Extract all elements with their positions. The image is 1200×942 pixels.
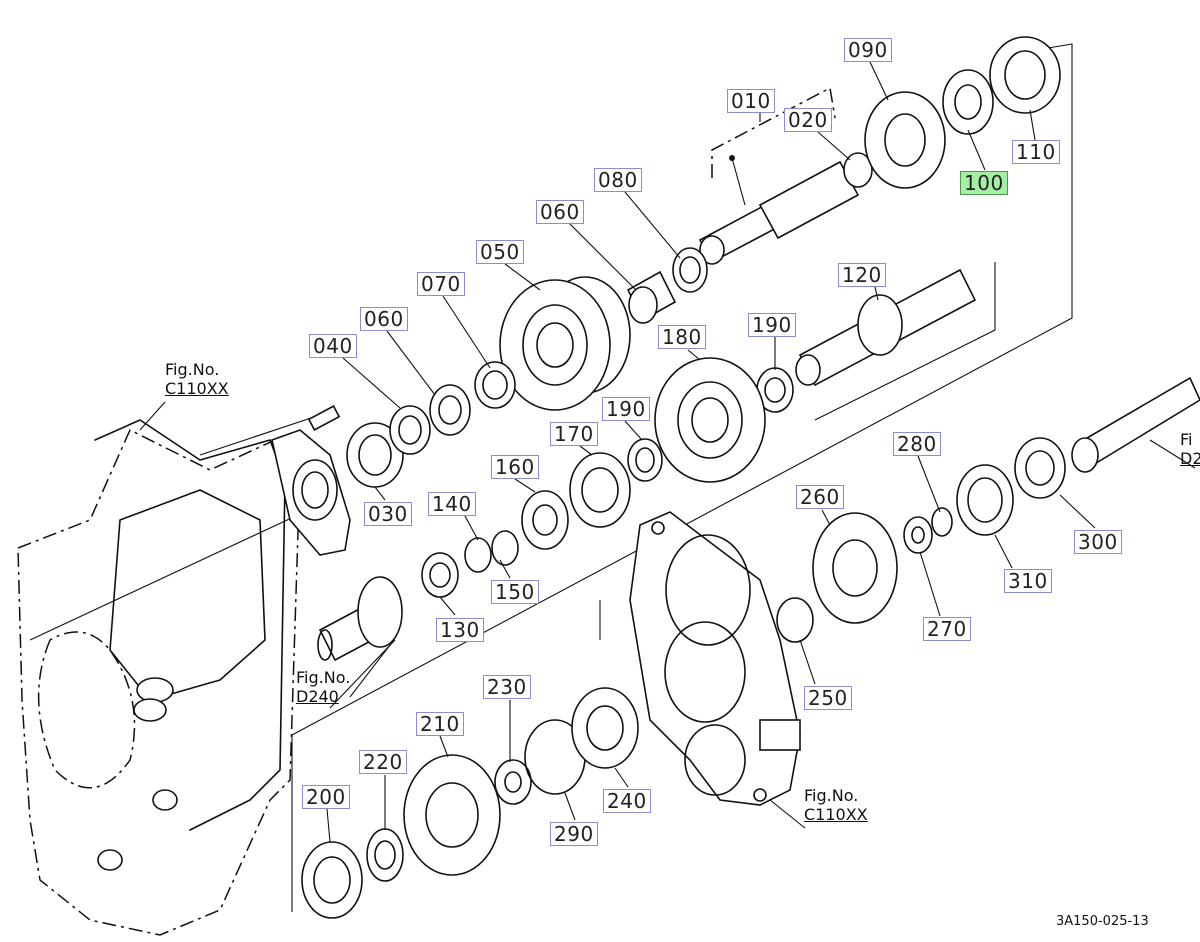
middle-left-parts [421, 452, 631, 598]
large-gear-180 [627, 357, 766, 483]
callout-090[interactable]: 090 [844, 38, 892, 62]
callout-110[interactable]: 110 [1012, 140, 1060, 164]
bottom-row-parts [301, 687, 639, 919]
callout-250[interactable]: 250 [804, 686, 852, 710]
figure-ref-title: Fi [1180, 430, 1193, 449]
callout-050[interactable]: 050 [476, 240, 524, 264]
callout-120[interactable]: 120 [838, 263, 886, 287]
callout-140[interactable]: 140 [428, 492, 476, 516]
drawing-code: 3A150-025-13 [1056, 914, 1149, 929]
counter-shaft [756, 268, 977, 413]
callout-280[interactable]: 280 [893, 432, 941, 456]
figure-ref-c110xx-bottom[interactable]: Fig.No. C110XX [804, 786, 868, 824]
left-bearing-stack [346, 361, 516, 488]
callout-200[interactable]: 200 [302, 785, 350, 809]
callout-150[interactable]: 150 [491, 580, 539, 604]
figure-ref-c110xx-top[interactable]: Fig.No. C110XX [165, 360, 229, 398]
callout-080[interactable]: 080 [594, 168, 642, 192]
callout-230[interactable]: 230 [483, 675, 531, 699]
callout-010[interactable]: 010 [727, 89, 775, 113]
figure-ref-code[interactable]: C110XX [804, 805, 868, 824]
callout-070[interactable]: 070 [417, 272, 465, 296]
callout-130[interactable]: 130 [436, 618, 484, 642]
callout-210[interactable]: 210 [416, 712, 464, 736]
callout-190-lower[interactable]: 190 [602, 397, 650, 421]
bearing-retainer-plate [271, 405, 351, 556]
callout-240[interactable]: 240 [603, 789, 651, 813]
callout-310[interactable]: 310 [1004, 569, 1052, 593]
callout-290[interactable]: 290 [550, 822, 598, 846]
figure-ref-d240[interactable]: Fig.No. D240 [296, 668, 350, 706]
callout-leader-lines [139, 61, 1196, 843]
double-gear [499, 276, 631, 411]
figure-ref-title: Fig.No. [804, 786, 859, 805]
callout-170[interactable]: 170 [550, 422, 598, 446]
callout-220[interactable]: 220 [359, 750, 407, 774]
callout-040[interactable]: 040 [309, 334, 357, 358]
lower-right-parts [776, 376, 1200, 643]
output-shaft [317, 576, 403, 662]
figure-ref-title: Fig.No. [165, 360, 220, 379]
callout-270[interactable]: 270 [923, 617, 971, 641]
upper-shaft-parts [626, 36, 1061, 324]
callout-100[interactable]: 100 [960, 171, 1008, 195]
callout-190-upper[interactable]: 190 [748, 313, 796, 337]
figure-ref-code[interactable]: D2 [1180, 449, 1200, 468]
callout-030[interactable]: 030 [364, 502, 412, 526]
callout-060-lower[interactable]: 060 [360, 307, 408, 331]
shaft-group-bracket [814, 262, 996, 421]
figure-ref-code[interactable]: D240 [296, 687, 339, 706]
callout-260[interactable]: 260 [796, 485, 844, 509]
figure-ref-title: Fig.No. [296, 668, 351, 687]
callout-160[interactable]: 160 [491, 455, 539, 479]
figure-ref-right-edge[interactable]: Fi D2 [1180, 430, 1200, 468]
callout-180[interactable]: 180 [658, 325, 706, 349]
main-shaft [698, 152, 873, 265]
gear-cover-housing [629, 511, 801, 806]
callout-020[interactable]: 020 [784, 108, 832, 132]
figure-ref-code[interactable]: C110XX [165, 379, 229, 398]
callout-060-upper[interactable]: 060 [536, 200, 584, 224]
callout-300[interactable]: 300 [1074, 530, 1122, 554]
shaft-assembly-bracket [711, 86, 836, 178]
